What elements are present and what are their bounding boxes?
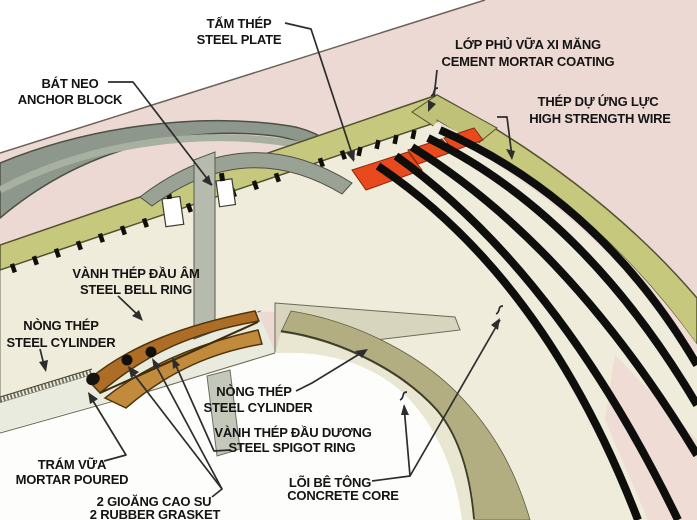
labels: TẤM THÉP STEEL PLATE BÁT NEO ANCHOR BLOC… (7, 16, 672, 520)
prestress-wire (426, 134, 697, 408)
label-mortar-coating-en: CEMENT MORTAR COATING (442, 54, 615, 69)
mortar-poured-strip (206, 369, 241, 457)
interior-edge (0, 352, 276, 434)
outer-pipe-surface (260, 122, 697, 520)
label-concrete-core-vi: LÕI BÊ TÔNG (289, 475, 371, 490)
steel-cylinder-hatch (0, 368, 93, 403)
label-mortar-coating-vi: LỚP PHỦ VỮA XI MĂNG (455, 37, 601, 52)
leader-steel-plate (284, 22, 355, 161)
label-mortar-poured-en: MORTAR POURED (16, 472, 129, 487)
leader-spigot-ring (172, 358, 231, 452)
prestress-wire (393, 152, 682, 520)
rubber-gasket-dot (121, 354, 133, 366)
label-anchor-block-vi: BÁT NEO (41, 76, 98, 91)
prestress-wire (438, 126, 697, 368)
leader-cylinder-right (295, 349, 367, 392)
label-cylinder-right-en: STEEL CYLINDER (204, 400, 314, 415)
joint-tip (86, 372, 100, 386)
rubber-gasket-dot (145, 346, 157, 358)
label-rubber-gasket-vi: 2 GIOĂNG CAO SU (97, 494, 212, 509)
label-cylinder-right-vi: NÒNG THÉP (216, 384, 292, 399)
pink-wire-gap (605, 355, 697, 520)
label-cylinder-left-en: STEEL CYLINDER (7, 335, 117, 350)
label-anchor-block-en: ANCHOR BLOCK (18, 92, 123, 107)
label-spigot-ring-en: STEEL SPIGOT RING (228, 440, 355, 455)
label-bell-ring-en: STEEL BELL RING (80, 282, 192, 297)
label-concrete-core-en: CONCRETE CORE (287, 488, 399, 503)
inner-core-face (275, 332, 474, 520)
label-mortar-poured-vi: TRÁM VỮA (38, 457, 107, 472)
backdrop-edge (0, 0, 486, 154)
steel-cylinder-line (280, 330, 475, 520)
anchor-plate (215, 172, 237, 208)
label-bell-ring-vi: VÀNH THÉP ĐẦU ÂM (72, 266, 199, 281)
label-rubber-gasket-en: 2 RUBBER GRASKET (90, 507, 221, 520)
prestress-wire (375, 162, 642, 520)
label-high-strength-wire-vi: THÉP DỰ ỨNG LỰC (538, 94, 660, 109)
leader-mortar-poured (89, 395, 127, 462)
steel-bell-ring-shape (86, 310, 261, 395)
label-spigot-ring-vi: VÀNH THÉP ĐẦU DƯƠNG (214, 425, 371, 440)
leader-lines (39, 22, 515, 498)
leader-high-strength-wire (497, 116, 513, 158)
label-cylinder-left-vi: NÒNG THÉP (23, 318, 99, 333)
prestress-wires (375, 126, 697, 520)
label-steel-plate-vi: TẤM THÉP (207, 16, 272, 31)
prestress-wire (409, 143, 697, 458)
leader-anchor-block (108, 81, 213, 186)
label-high-strength-wire-en: HIGH STRENGTH WIRE (529, 111, 671, 126)
label-steel-plate-en: STEEL PLATE (197, 32, 282, 47)
